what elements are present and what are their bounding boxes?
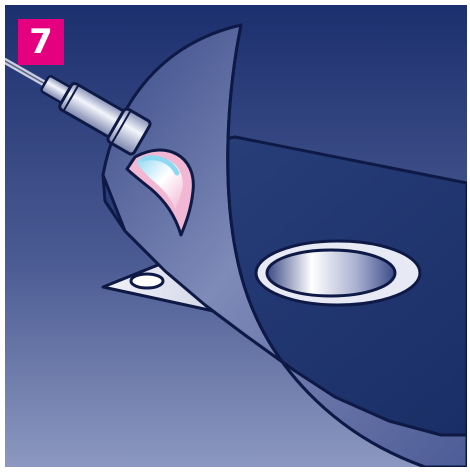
drain-opening	[267, 250, 395, 296]
instruction-illustration	[5, 5, 467, 467]
step-number: 7	[18, 19, 64, 65]
plate-hole	[131, 274, 163, 288]
